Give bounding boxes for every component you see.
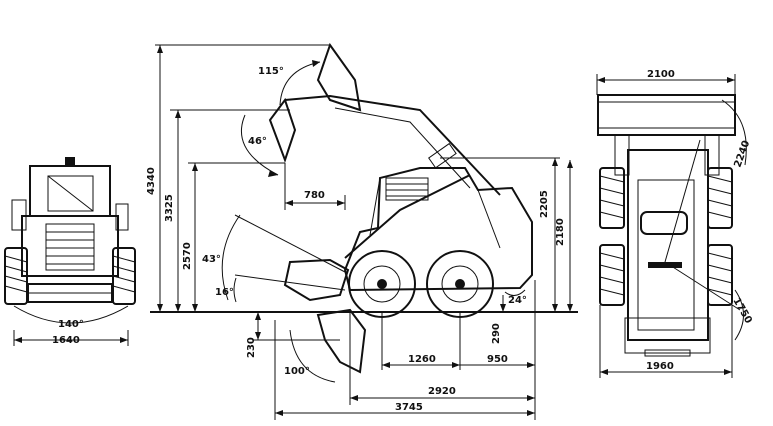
- bucket-dumped: [316, 42, 362, 112]
- dig-depth-label: 230: [246, 337, 257, 358]
- side-view: 4340 3325 2570 780 115° 46° 43° 16° 100°: [146, 42, 578, 420]
- top-front-right-tire: [707, 167, 733, 229]
- front-grille: [45, 223, 95, 271]
- lift-arm-lowered: [344, 174, 471, 259]
- front-width-label: 1640: [52, 335, 80, 346]
- bucket-width-label: 2100: [647, 69, 675, 80]
- top-front-left-tire: [599, 167, 625, 229]
- track-angle-arc: [13, 305, 129, 324]
- height-3325-label: 3325: [164, 194, 175, 222]
- bucket-ground: [283, 258, 350, 302]
- beacon-light-icon: [65, 157, 75, 165]
- rollback-ground-label: 16°: [215, 287, 234, 298]
- radius-rear-arc: [734, 289, 744, 341]
- rollback-raised-arc: [241, 114, 279, 176]
- front-view: 140° 1640: [4, 157, 136, 346]
- dig-angle-label: 100°: [284, 366, 310, 377]
- top-seat: [640, 211, 688, 235]
- wheelbase-label: 1260: [408, 354, 436, 365]
- lift-angle-arc: [221, 214, 241, 301]
- height-2205-label: 2205: [539, 190, 550, 218]
- front-cab: [29, 165, 111, 217]
- dump-angle-label: 115°: [258, 66, 284, 77]
- top-bucket: [597, 94, 736, 136]
- reach-780-label: 780: [304, 190, 325, 201]
- top-body: [627, 149, 709, 341]
- radius-rear-label: 1750: [730, 296, 753, 326]
- front-body: [21, 215, 119, 277]
- engine-vent: [385, 177, 429, 201]
- bucket-rollback-raised: [268, 97, 297, 163]
- lift-arm-raised: [284, 94, 501, 196]
- radius-front-arc: [721, 99, 747, 166]
- bucket-dig: [316, 308, 367, 374]
- height-2570-label: 2570: [182, 242, 193, 270]
- top-rear-right-tire: [707, 244, 733, 306]
- track-angle-label: 140°: [58, 319, 84, 330]
- machine-body: [343, 167, 533, 292]
- top-view: 2100 2240: [596, 69, 754, 378]
- rollback-raised-label: 46°: [248, 136, 267, 147]
- length-2920-label: 2920: [428, 386, 456, 397]
- track-width-label: 1960: [646, 361, 674, 372]
- lift-angle-label: 43°: [202, 254, 221, 265]
- top-rear-left-tire: [599, 244, 625, 306]
- height-4340-label: 4340: [146, 167, 157, 195]
- height-2180-label: 2180: [555, 218, 566, 246]
- dig-angle-arc: [289, 329, 336, 383]
- departure-angle-label: 24°: [508, 295, 527, 306]
- rear-overhang-label: 950: [487, 354, 508, 365]
- length-3745-label: 3745: [395, 402, 423, 413]
- front-windshield: [47, 175, 94, 212]
- radius-front-label: 2240: [732, 139, 752, 169]
- ground-clearance-label: 290: [491, 323, 502, 344]
